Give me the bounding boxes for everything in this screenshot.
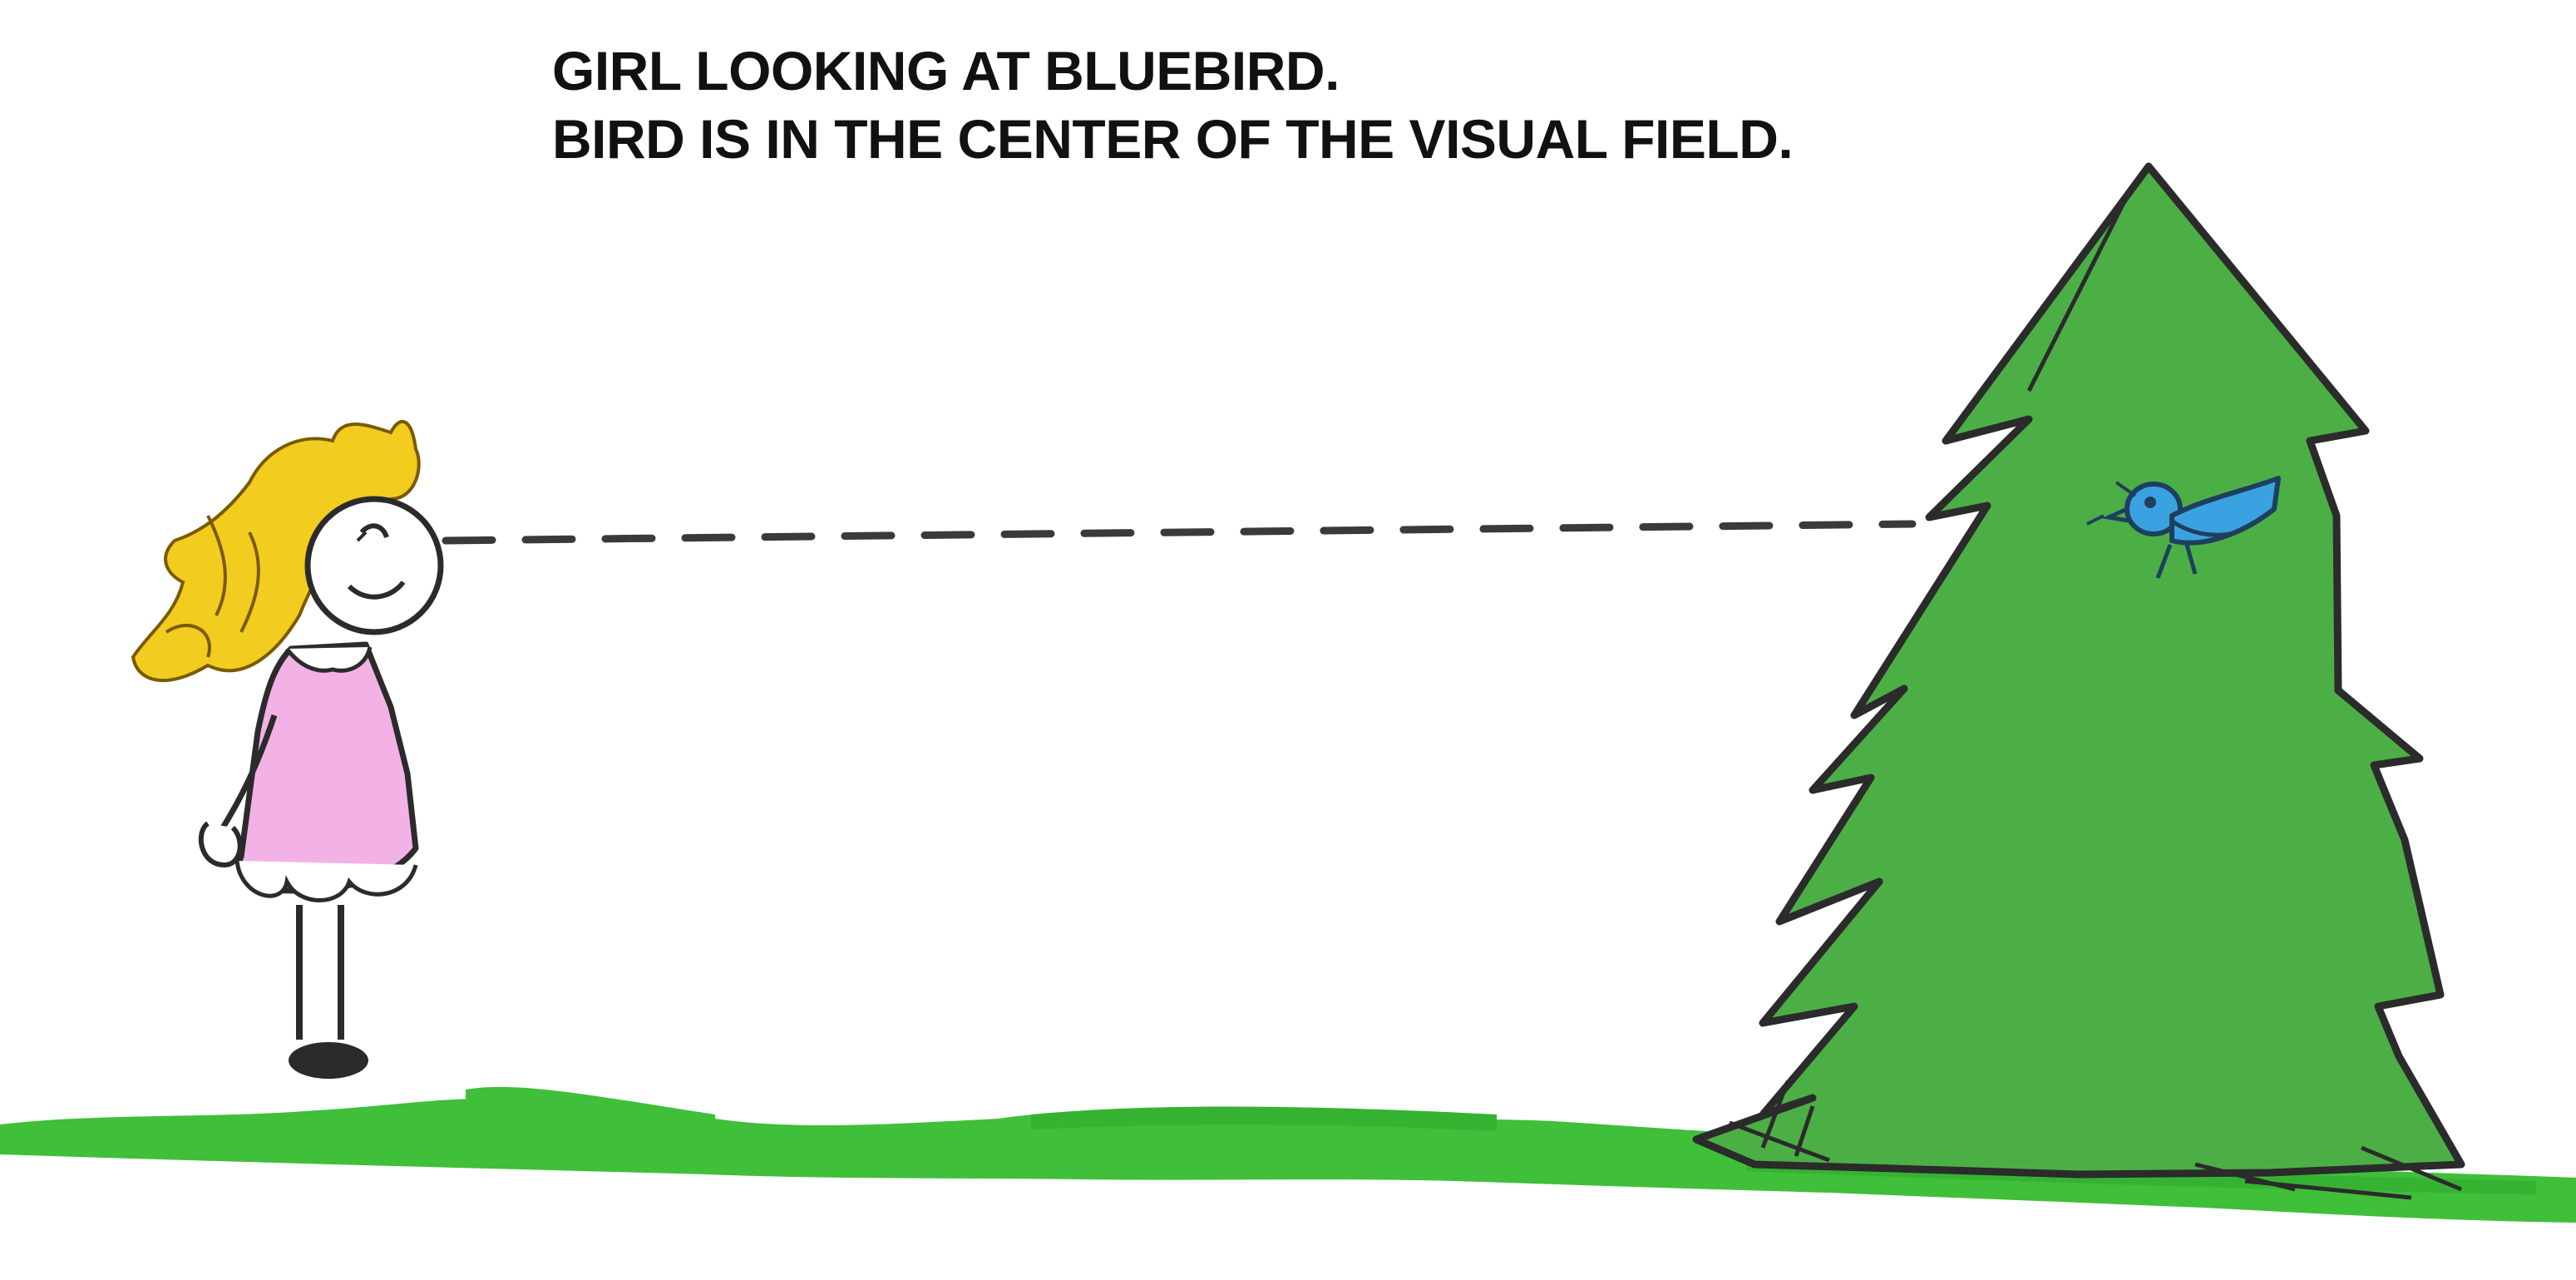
line-of-sight [442,520,1917,545]
caption-line-2: BIRD IS IN THE CENTER OF THE VISUAL FIEL… [552,108,1794,170]
pine-tree [1692,162,2465,1200]
caption-line-1: GIRL LOOKING AT BLUEBIRD. [552,40,1340,101]
bluebird [2086,476,2281,579]
caption: GIRL LOOKING AT BLUEBIRD. BIRD IS IN THE… [552,37,1966,173]
girl [131,419,444,1079]
